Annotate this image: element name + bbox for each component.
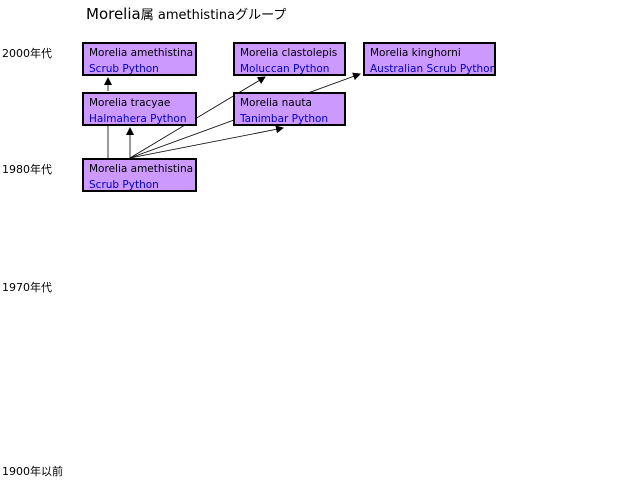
scientific-name: Morelia tracyae <box>89 97 171 109</box>
node-tracyae: Morelia tracyae Halmahera Python <box>82 92 197 126</box>
scientific-name: Morelia amethistina <box>89 163 194 175</box>
arrow-amethistina1980-to-clastolepis <box>129 76 266 159</box>
node-kinghorni: Morelia kinghorni Australian Scrub Pytho… <box>363 42 496 76</box>
scientific-name: Morelia amethistina <box>89 47 194 59</box>
era-label-2000s: 2000年代 <box>2 47 52 60</box>
common-name: Tanimbar Python <box>240 113 329 125</box>
diagram-title: Morelia属 amethistinaグループ <box>86 4 286 23</box>
title-genus: Morelia <box>86 5 141 23</box>
node-clastolepis: Morelia clastolepis Moluccan Python <box>233 42 346 76</box>
era-label-1980s: 1980年代 <box>2 163 52 176</box>
node-amethistina-2000s: Morelia amethistina Scrub Python <box>82 42 197 76</box>
common-name: Moluccan Python <box>240 63 330 75</box>
scientific-name: Morelia clastolepis <box>240 47 338 59</box>
title-group: 属 amethistinaグループ <box>140 8 287 23</box>
common-name: Australian Scrub Python <box>370 63 496 75</box>
common-name: Scrub Python <box>89 179 159 191</box>
era-label-1970s: 1970年代 <box>2 281 52 294</box>
common-name: Halmahera Python <box>89 113 187 125</box>
arrow-amethistina1980-to-nauta <box>129 125 284 159</box>
era-label-pre1900: 1900年以前 <box>2 465 63 478</box>
node-nauta: Morelia nauta Tanimbar Python <box>233 92 346 126</box>
common-name: Scrub Python <box>89 63 159 75</box>
scientific-name: Morelia nauta <box>240 97 312 109</box>
scientific-name: Morelia kinghorni <box>370 47 461 59</box>
node-amethistina-1980s: Morelia amethistina Scrub Python <box>82 158 197 192</box>
